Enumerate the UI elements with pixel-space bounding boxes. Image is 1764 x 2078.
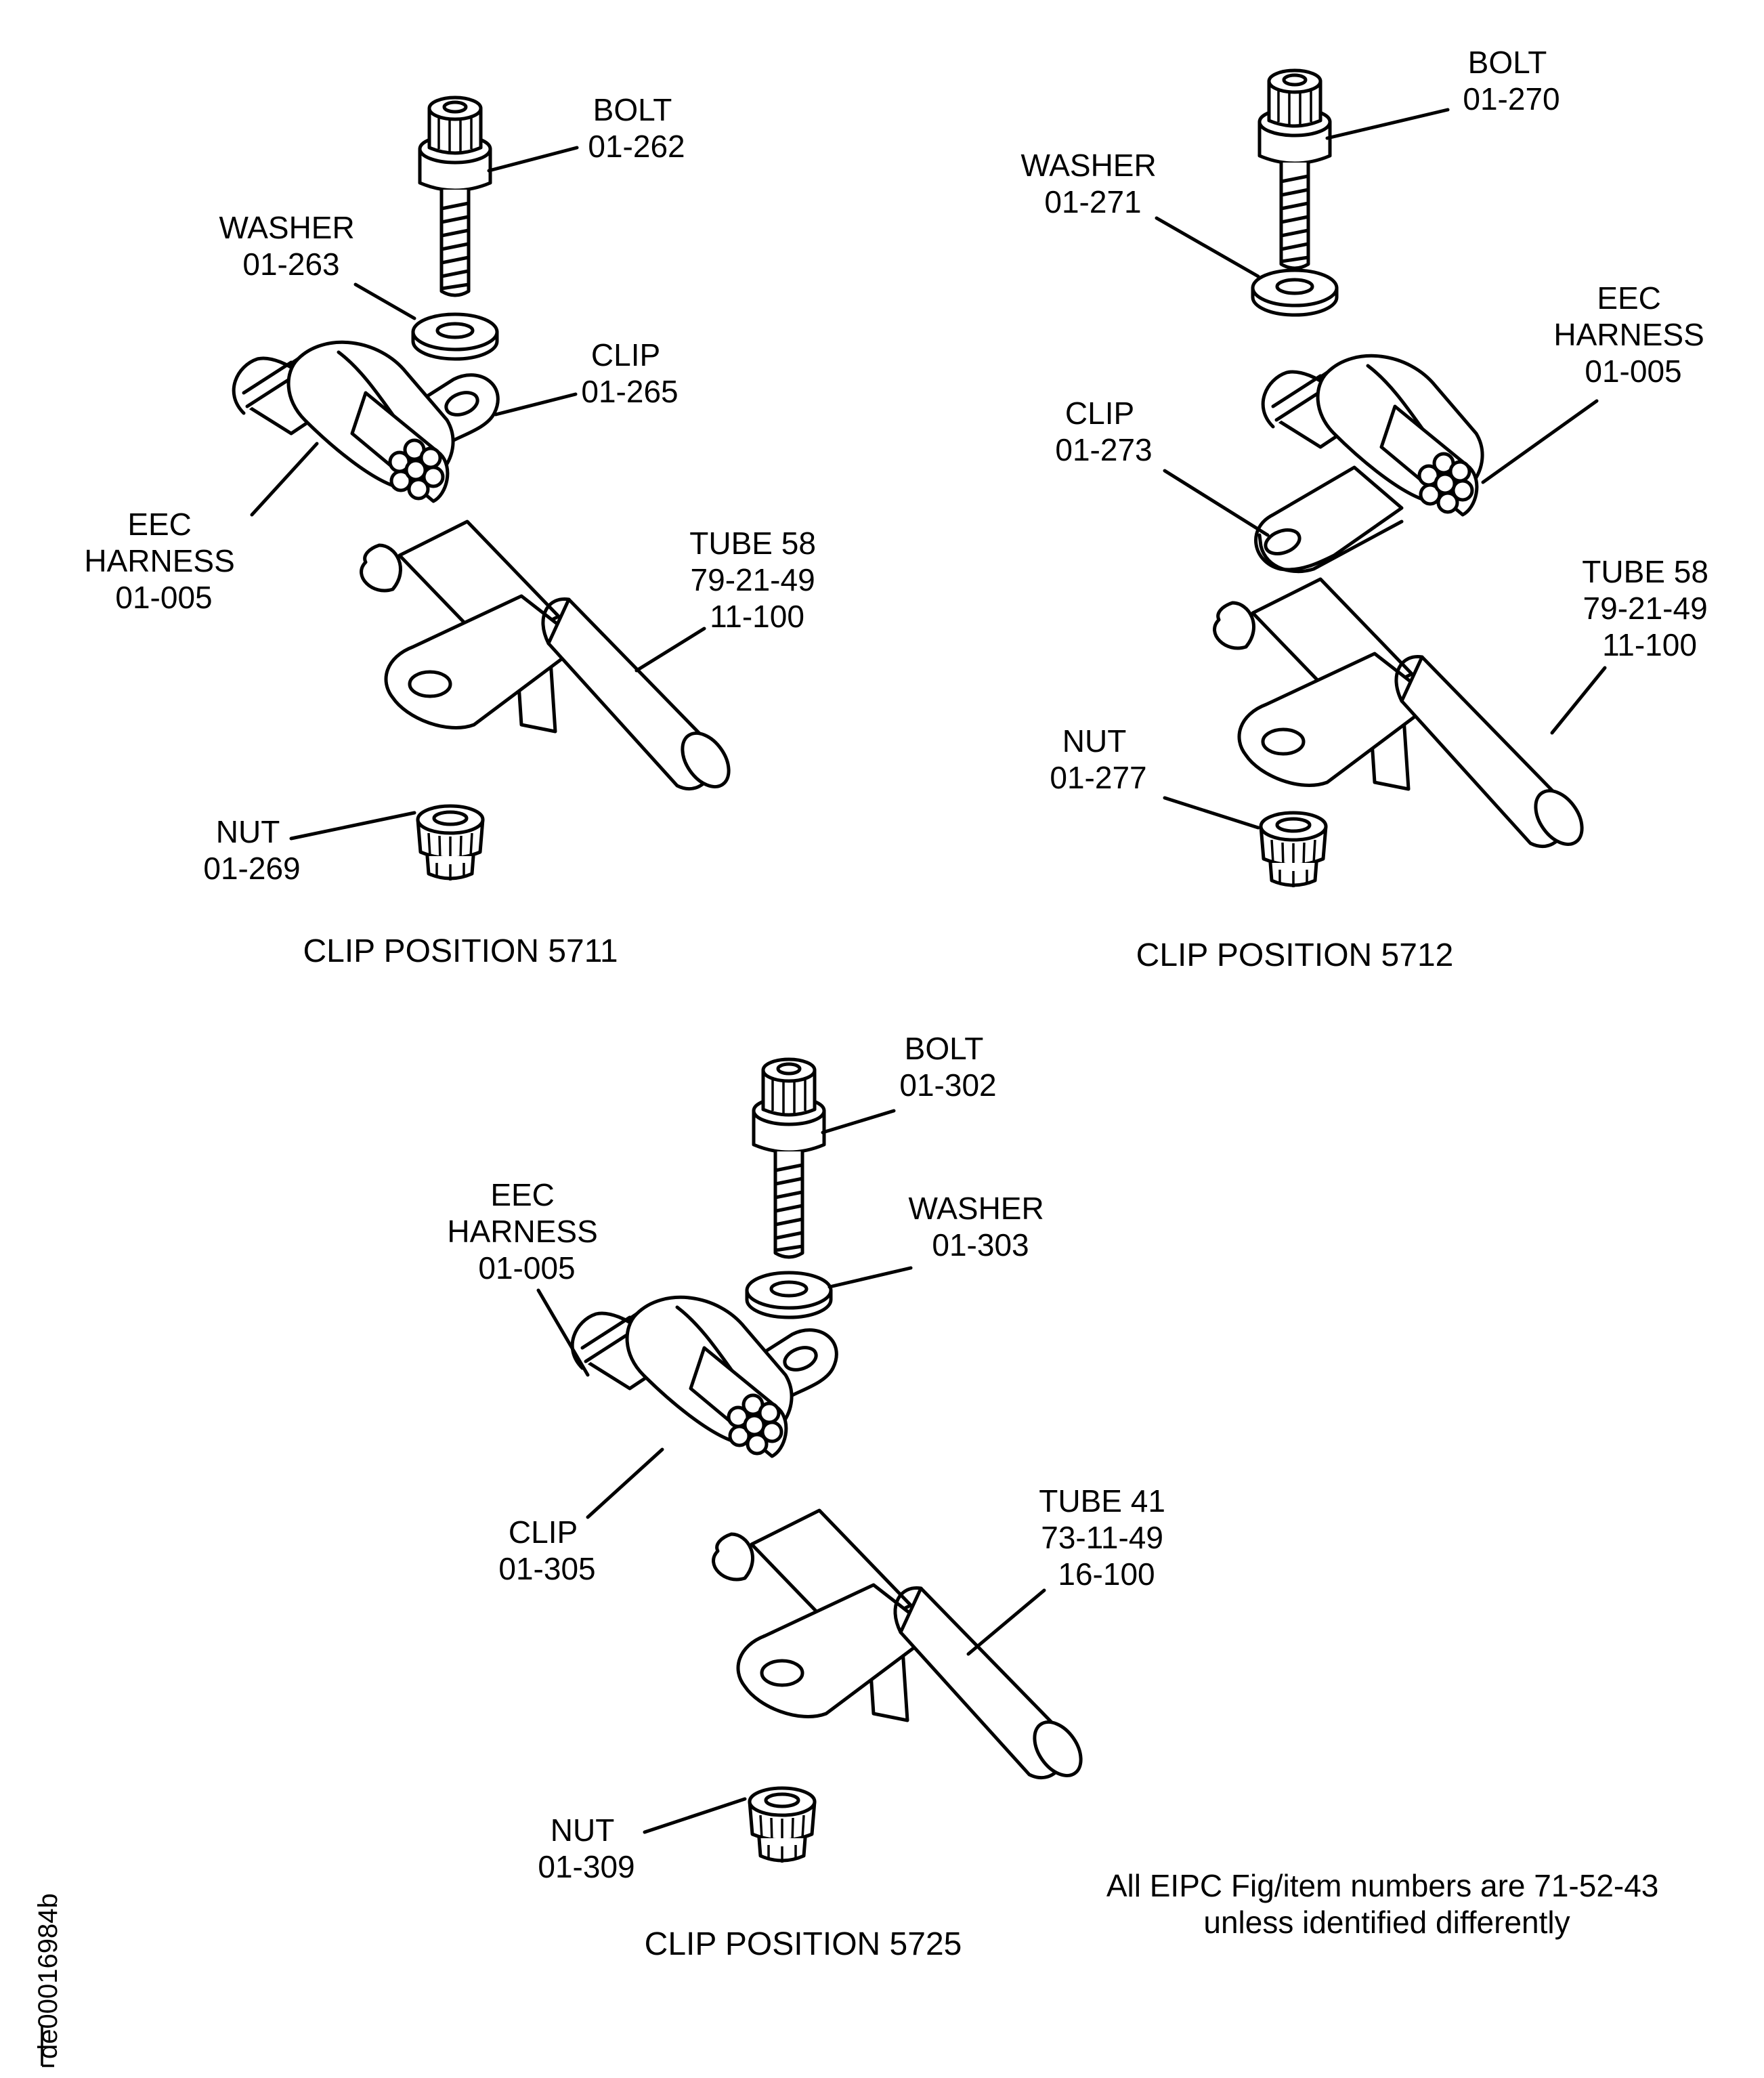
sheet-id: de00016984b [33, 1893, 63, 2059]
label-nut-title: NUT [216, 814, 280, 849]
svg-text:TUBE 41 73-11-49 1: TUBE 41 73-11-49 16-100 [1039, 1483, 1174, 1592]
label-washer-number: 01-303 [932, 1227, 1029, 1263]
label-tube-figure: 79-21-49 [691, 562, 815, 597]
label-harness-line2: HARNESS [84, 543, 234, 578]
label-harness-number: 01-005 [1585, 354, 1681, 389]
eec-harness-icon [234, 342, 453, 501]
group-clip-position-5725: BOLT 01-302 EEC HARNESS 01-005 WASHER 01… [447, 1031, 1174, 1962]
svg-text:BOLT 01-270: BOLT 01-270 [1463, 45, 1559, 116]
label-washer-title: WASHER [219, 210, 355, 245]
svg-text:NUT 01-309: NUT 01-309 [538, 1812, 634, 1884]
eipc-reference-note: All EIPC Fig/item numbers are 71-52-43 u… [1106, 1868, 1667, 1940]
label-harness-number: 01-005 [478, 1250, 575, 1286]
caption-clip-position-5711: CLIP POSITION 5711 [303, 933, 618, 969]
nut-icon [750, 1788, 815, 1863]
svg-text:EEC HARNESS 01-005: EEC HARNESS 01-005 [447, 1177, 606, 1286]
svg-text:CLIP 01-273: CLIP 01-273 [1055, 396, 1152, 467]
svg-text:TUBE 58 79-21-49 1: TUBE 58 79-21-49 11-100 [1582, 554, 1717, 662]
label-bolt-title: BOLT [1468, 45, 1547, 80]
label-harness-line1: EEC [1597, 280, 1661, 316]
label-nut-number: 01-269 [203, 851, 300, 886]
label-tube-figure: 79-21-49 [1583, 591, 1708, 626]
svg-text:CLIP 01-305: CLIP 01-305 [498, 1514, 595, 1586]
label-washer-title: WASHER [1021, 148, 1157, 183]
tube-with-bracket-icon [714, 1510, 1091, 1784]
bolt-icon [420, 98, 490, 295]
label-clip-number: 01-273 [1055, 432, 1152, 467]
label-harness-line2: HARNESS [447, 1214, 597, 1249]
label-tube-number: 11-100 [1602, 627, 1697, 662]
svg-text:NUT 01-277: NUT 01-277 [1050, 723, 1146, 795]
washer-icon [747, 1273, 831, 1317]
label-tube-number: 16-100 [1058, 1556, 1155, 1592]
label-tube-number: 11-100 [710, 599, 804, 634]
bolt-icon [1260, 70, 1330, 268]
label-tube-title: TUBE 58 [689, 526, 816, 561]
label-bolt-number: 01-262 [588, 129, 685, 164]
caption-clip-position-5725: CLIP POSITION 5725 [645, 1926, 962, 1962]
label-bolt-number: 01-302 [899, 1067, 996, 1103]
svg-text:WASHER 01-303: WASHER 01-303 [909, 1191, 1053, 1263]
label-harness-line2: HARNESS [1553, 317, 1704, 352]
label-tube-figure: 73-11-49 [1041, 1520, 1163, 1555]
washer-icon [1253, 270, 1337, 315]
nut-icon [1261, 813, 1326, 887]
tube-with-bracket-icon [1215, 579, 1592, 853]
clip-icon [1256, 467, 1402, 572]
label-bolt-title: BOLT [905, 1031, 984, 1066]
label-harness-line1: EEC [490, 1177, 555, 1212]
label-tube-title: TUBE 58 [1582, 554, 1708, 589]
group-clip-position-5711: BOLT 01-262 WASHER 01-263 CLIP 01-265 EE… [84, 92, 824, 969]
label-bolt-title: BOLT [593, 92, 672, 127]
note-line-1: All EIPC Fig/item numbers are 71-52-43 [1106, 1868, 1659, 1903]
label-nut-number: 01-277 [1050, 760, 1146, 795]
note-line-2: unless identified differently [1203, 1905, 1570, 1940]
label-washer-number: 01-263 [242, 247, 339, 282]
svg-text:TUBE 58 79-21-49 1: TUBE 58 79-21-49 11-100 [689, 526, 824, 634]
label-tube-title: TUBE 41 [1039, 1483, 1165, 1519]
label-nut-title: NUT [551, 1812, 614, 1848]
sheet-id-corner-mark [41, 2027, 54, 2067]
svg-text:BOLT 01-302: BOLT 01-302 [899, 1031, 996, 1103]
label-clip-number: 01-265 [581, 374, 678, 409]
tube-with-bracket-icon [362, 522, 739, 795]
label-washer-number: 01-271 [1044, 184, 1141, 219]
svg-text:WASHER 01-263: WASHER 01-263 [219, 210, 364, 282]
label-clip-title: CLIP [509, 1514, 577, 1550]
group-clip-position-5712: BOLT 01-270 WASHER 01-271 EEC HARNESS 01… [1021, 45, 1717, 973]
label-bolt-number: 01-270 [1463, 81, 1559, 116]
svg-text:NUT 01-269: NUT 01-269 [203, 814, 300, 886]
label-harness-line1: EEC [127, 507, 192, 542]
svg-text:BOLT 01-262: BOLT 01-262 [588, 92, 685, 164]
washer-icon [413, 314, 497, 359]
label-clip-title: CLIP [591, 337, 660, 373]
svg-text:EEC HARNESS 01-005: EEC HARNESS 01-005 [84, 507, 243, 615]
svg-text:CLIP 01-265: CLIP 01-265 [581, 337, 678, 409]
label-washer-title: WASHER [909, 1191, 1044, 1226]
bolt-icon [754, 1059, 824, 1257]
svg-text:EEC HARNESS 01-005: EEC HARNESS 01-005 [1553, 280, 1713, 389]
label-clip-number: 01-305 [498, 1551, 595, 1586]
label-nut-title: NUT [1062, 723, 1126, 759]
label-harness-number: 01-005 [115, 580, 212, 615]
eec-harness-icon [572, 1297, 792, 1456]
svg-text:WASHER 01-271: WASHER 01-271 [1021, 148, 1165, 219]
label-clip-title: CLIP [1065, 396, 1134, 431]
caption-clip-position-5712: CLIP POSITION 5712 [1136, 937, 1454, 973]
label-nut-number: 01-309 [538, 1849, 634, 1884]
nut-icon [418, 806, 483, 881]
